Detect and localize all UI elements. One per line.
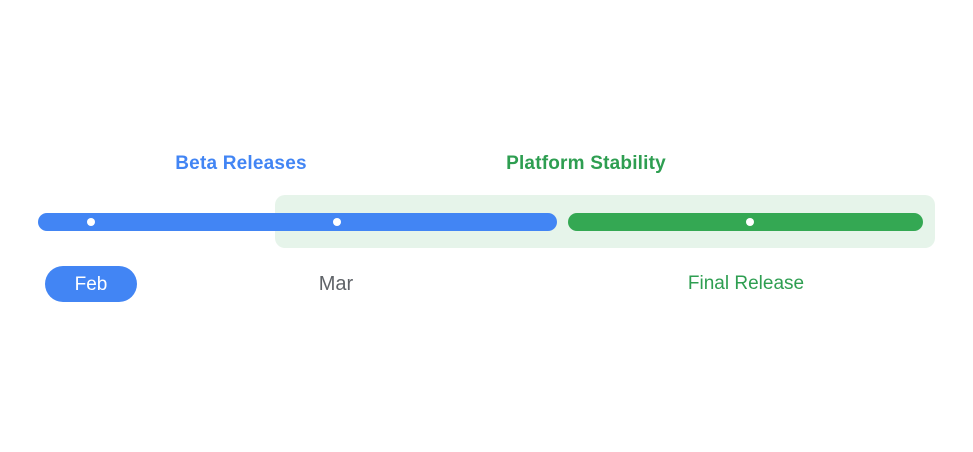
beta-releases-heading: Beta Releases (175, 153, 307, 174)
final-release-label: Final Release (687, 273, 805, 294)
feb-milestone-dot (87, 218, 95, 226)
platform-stability-heading: Platform Stability (506, 153, 666, 174)
mar-label: Mar (318, 273, 354, 295)
feb-label-pill: Feb (45, 266, 137, 302)
mar-milestone-dot (333, 218, 341, 226)
beta-releases-bar (38, 213, 557, 231)
platform-stability-bar (568, 213, 923, 231)
final-release-milestone-dot (746, 218, 754, 226)
feb-label: Feb (74, 273, 108, 295)
